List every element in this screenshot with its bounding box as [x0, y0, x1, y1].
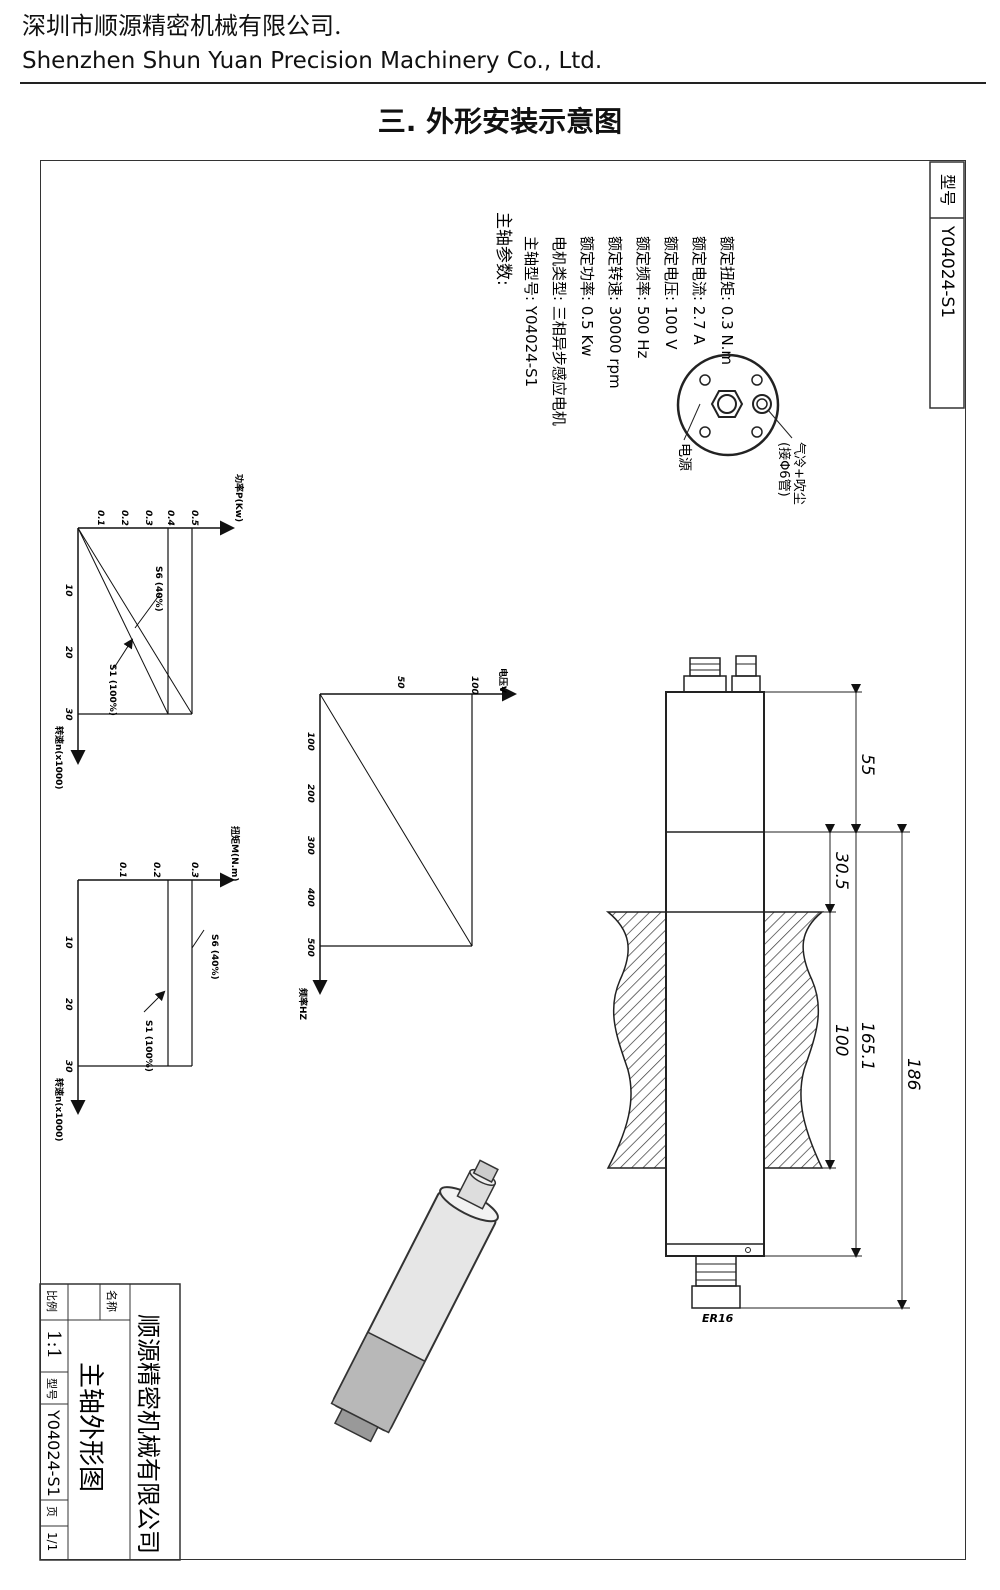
tb-drawing-name: 主轴外形图 [75, 1362, 105, 1492]
drawing-sheet [40, 160, 966, 1560]
dim-30-5: 30.5 [831, 852, 851, 890]
power-xlabel: 转速n(x1000) [53, 726, 65, 790]
company-name-en: Shenzhen Shun Yuan Precision Machinery C… [22, 48, 603, 74]
dim-55: 55 [857, 754, 877, 776]
tick-label: 0.2 [119, 510, 129, 526]
param-row: 额定功率: 0.5 Kw [578, 236, 596, 357]
tick-label: 0.3 [189, 862, 199, 878]
spindle-isometric-render [330, 1159, 499, 1443]
tb-model-label: 型号 [45, 1378, 59, 1400]
voltage-frequency-chart: 电压V 频率HZ 50 100 100 200 300 400 500 [297, 668, 517, 1021]
tick-label: 50 [395, 676, 405, 689]
page-title: 三. 外形安装示意图 [377, 105, 623, 138]
model-box-value: Y04024-S1 [937, 225, 957, 318]
collet-label: ER16 [702, 1312, 734, 1325]
model-box: 型号 Y04024-S1 [929, 161, 965, 409]
tb-model-value: Y04024-S1 [44, 1409, 63, 1497]
param-row: 额定转速: 30000 rpm [606, 236, 624, 389]
tick-label: 30 [63, 708, 73, 721]
clamp-right-section [763, 911, 825, 1169]
tick-label: 100 [469, 676, 479, 695]
collet-nut [691, 1285, 741, 1309]
title-block: 比例 名称 1:1 型号 Y04024-S1 页 1/1 主轴外形图 顺源精密机… [39, 1283, 181, 1561]
air-sublabel: (接Φ6管) [776, 442, 792, 497]
company-name-cn: 深圳市顺源精密机械有限公司. [22, 12, 342, 40]
tick-label: 0.4 [165, 510, 175, 526]
power-label: 电源 [676, 443, 692, 471]
tb-page-label: 页 [45, 1506, 58, 1517]
spindle-params: 主轴参数: 主轴型号: Y04024-S1 电机类型: 三相异步感应电机额定功率:… [493, 212, 736, 426]
air-push-fitting [731, 675, 761, 693]
air-fitting [752, 394, 772, 414]
tick-label: 20 [63, 646, 73, 659]
dimension-lines [740, 684, 910, 1310]
tick-label: 100 [305, 732, 315, 751]
tb-name-label: 名称 [105, 1290, 119, 1312]
param-row: 额定电压: 100 V [662, 236, 680, 350]
torque-s6-label: S6 (40%) [209, 934, 219, 980]
power-chart: S6 (40%) S1 (100%) 功率P(Kw) 转速n(x1000) 0.… [53, 474, 245, 790]
vf-curve [319, 693, 473, 947]
torque-xlabel: 转速n(x1000) [53, 1078, 65, 1142]
tb-scale-value: 1:1 [43, 1330, 64, 1359]
tick-label: 30 [63, 1060, 73, 1073]
power-s1-label: S1 (100%) [107, 664, 117, 716]
tick-label: 0.2 [151, 862, 161, 878]
power-curve-s6 [77, 527, 193, 715]
spindle-side-view: ER16 [605, 655, 825, 1325]
tick-label: 400 [305, 887, 315, 907]
clamp-left-section [605, 911, 667, 1169]
tick-label: 0.1 [95, 510, 105, 526]
power-connector-hex [710, 390, 744, 418]
tb-scale-label: 比例 [45, 1290, 59, 1312]
model-box-label: 型号 [938, 174, 957, 206]
params-heading: 主轴参数: [493, 212, 513, 286]
tick-label: 10 [63, 936, 73, 949]
power-s6-label: S6 (40%) [153, 566, 163, 612]
tick-label: 20 [63, 998, 73, 1011]
torque-chart: S6 (40%) S1 (100%) 扭矩M(N.m) 转速n(x1000) 0… [53, 826, 241, 1142]
tick-label: 10 [63, 584, 73, 597]
dim-186: 186 [903, 1058, 923, 1091]
tick-label: 0.1 [117, 862, 127, 878]
vf-ylabel: 电压V [497, 668, 509, 693]
header-divider [20, 82, 986, 84]
tick-label: 0.3 [143, 510, 153, 526]
param-row: 主轴型号: Y04024-S1 [522, 236, 540, 387]
power-curve-s1 [77, 527, 169, 715]
dim-100: 100 [831, 1024, 851, 1056]
param-row: 额定扭矩: 0.3 N.m [718, 236, 736, 365]
tick-label: 500 [305, 938, 315, 957]
param-row: 额定频率: 500 Hz [634, 236, 652, 358]
vf-xlabel: 频率HZ [297, 988, 309, 1021]
param-row: 电机类型: 三相异步感应电机 [550, 236, 568, 426]
connector-end-view: 电源 气冷+吹尘 (接Φ6管) [676, 353, 807, 505]
torque-s1-label: S1 (100%) [143, 1020, 153, 1072]
power-gland [683, 675, 727, 693]
dim-165-1: 165.1 [857, 1022, 877, 1071]
tick-label: 300 [305, 836, 315, 855]
torque-ylabel: 扭矩M(N.m) [229, 826, 241, 882]
power-ylabel: 功率P(Kw) [233, 474, 245, 522]
tick-label: 200 [305, 784, 315, 803]
param-row: 额定电流: 2.7 A [690, 236, 708, 345]
tb-company: 顺源精密机械有限公司 [134, 1314, 162, 1554]
spindle-body [665, 691, 765, 1257]
tb-page-value: 1/1 [45, 1532, 59, 1551]
tick-label: 0.5 [189, 510, 199, 526]
air-label: 气冷+吹尘 [791, 442, 807, 505]
